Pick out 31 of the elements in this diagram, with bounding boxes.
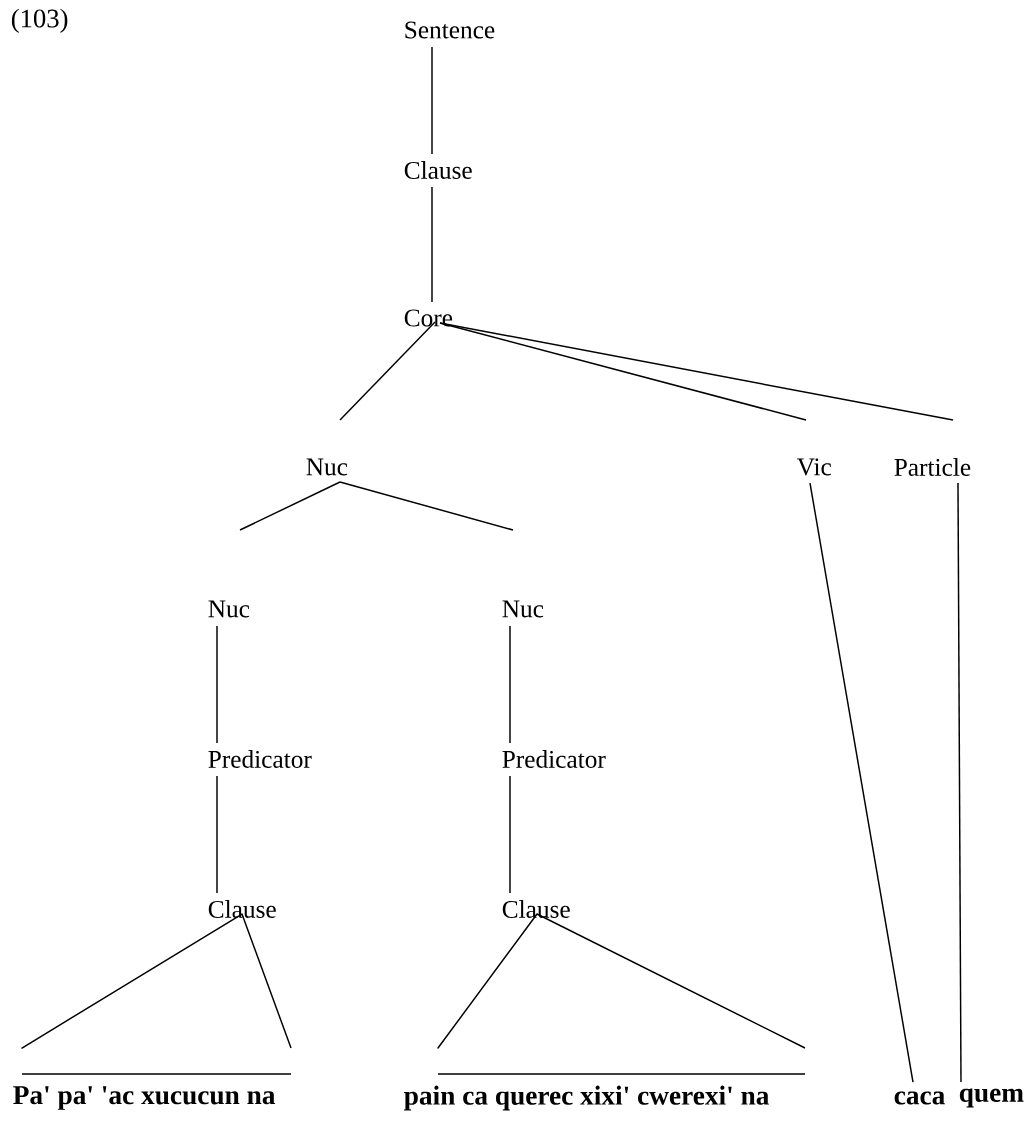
category-label: Clause [208, 900, 276, 918]
category-label: Nuc [208, 600, 250, 618]
category-label: Clause [502, 900, 570, 918]
branch-line [957, 482, 962, 1083]
example-number: (103) [11, 8, 68, 33]
category-label: Particle [894, 458, 971, 476]
sentence-words: caca [894, 1091, 945, 1105]
triangle-roof [21, 913, 292, 1049]
branch-line [216, 775, 218, 894]
branch-line [809, 482, 914, 1083]
branch-line [339, 481, 514, 531]
sentence-words: pain ca querec xixi' cwerexi' na [404, 1085, 769, 1111]
triangle-roof [437, 913, 806, 1049]
category-label: Nuc [502, 600, 544, 618]
category-label: Nuc [306, 458, 348, 476]
sentence-words: Pa' pa' 'ac xucucun na [13, 1086, 276, 1110]
category-label: Predicator [208, 750, 312, 768]
category-label: Sentence [405, 21, 495, 39]
category-label: Vic [797, 458, 831, 476]
sentence-words: quem [959, 1088, 1024, 1108]
branch-line [431, 186, 433, 303]
branch-line [339, 321, 436, 421]
category-label: Core [404, 309, 453, 327]
branch-line [239, 481, 341, 531]
branch-line [431, 46, 433, 155]
branch-line [439, 322, 954, 421]
category-label: Clause [404, 161, 472, 179]
branch-line [509, 625, 511, 744]
branch-line [509, 775, 511, 894]
category-label: Predicator [502, 750, 606, 768]
branch-line [216, 625, 218, 744]
